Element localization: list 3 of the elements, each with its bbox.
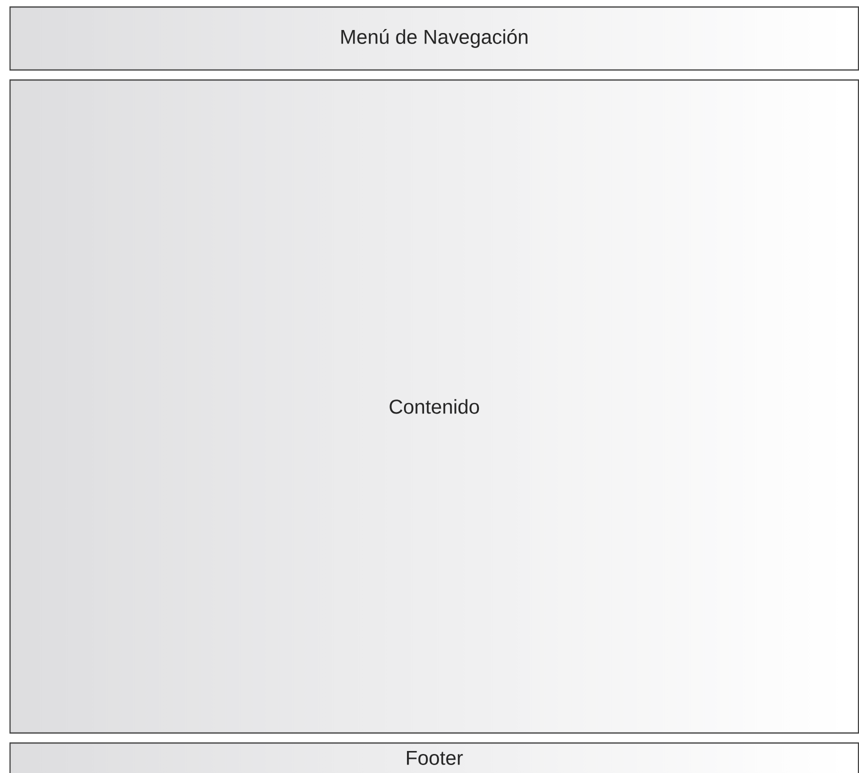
navigation-bar: Menú de Navegación	[9, 6, 859, 71]
footer-bar: Footer	[9, 742, 859, 773]
content-area: Contenido	[9, 79, 859, 734]
